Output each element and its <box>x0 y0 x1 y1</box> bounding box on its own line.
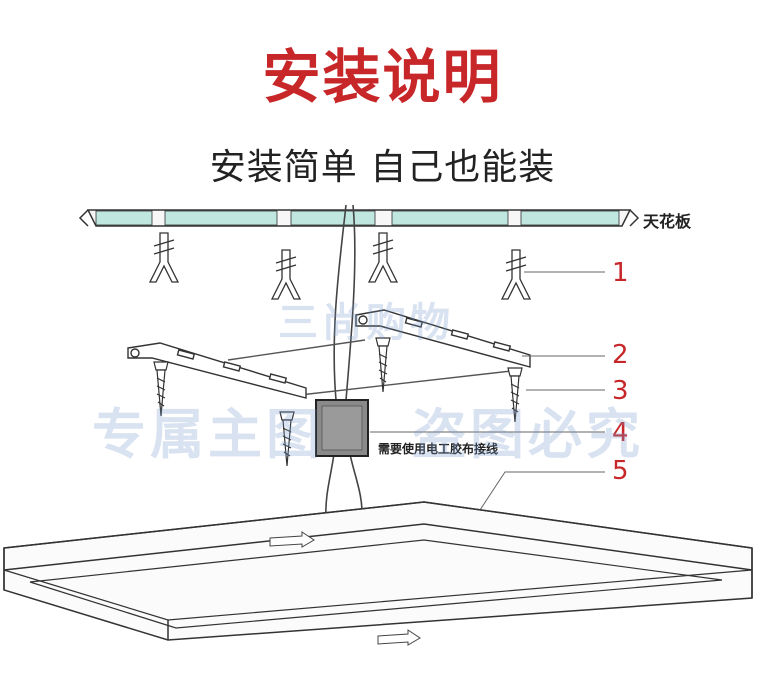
part-number-4: 4 <box>612 418 629 448</box>
junction-box <box>315 399 369 457</box>
anchor-2 <box>270 249 302 300</box>
mounting-brackets <box>127 309 531 399</box>
lamp-panel <box>3 501 753 646</box>
screw-4 <box>279 411 295 467</box>
anchor-3 <box>367 232 399 283</box>
part-number-2: 2 <box>612 340 629 370</box>
tape-note-label: 需要使用电工胶布接线 <box>378 442 499 456</box>
bracket-right <box>355 309 531 368</box>
leader-lines <box>370 271 605 511</box>
page-title: 安装说明 <box>262 43 503 111</box>
part-number-1: 1 <box>612 258 629 288</box>
screw-1 <box>153 361 169 417</box>
screw-2 <box>375 337 391 393</box>
screw-3 <box>507 367 523 423</box>
anchor-4 <box>500 249 532 300</box>
ceiling-label: 天花板 <box>643 212 692 231</box>
watermark-line-3: 盗图必究 <box>412 403 644 466</box>
ceiling-board <box>78 209 640 227</box>
power-wires <box>325 204 363 521</box>
anchor-1 <box>148 232 180 283</box>
page-subtitle: 安装简单 自己也能装 <box>209 147 556 188</box>
arrow-bottom-edge <box>377 629 421 646</box>
watermark-line-2: 专属主图 <box>92 403 324 466</box>
screws <box>153 337 523 467</box>
watermark-line-1: 三尚购物 <box>278 300 454 346</box>
bracket-left <box>127 342 307 399</box>
part-number-3: 3 <box>612 376 629 406</box>
wall-anchors <box>148 232 532 300</box>
arrow-top-edge <box>269 531 315 548</box>
part-number-5: 5 <box>612 456 629 486</box>
